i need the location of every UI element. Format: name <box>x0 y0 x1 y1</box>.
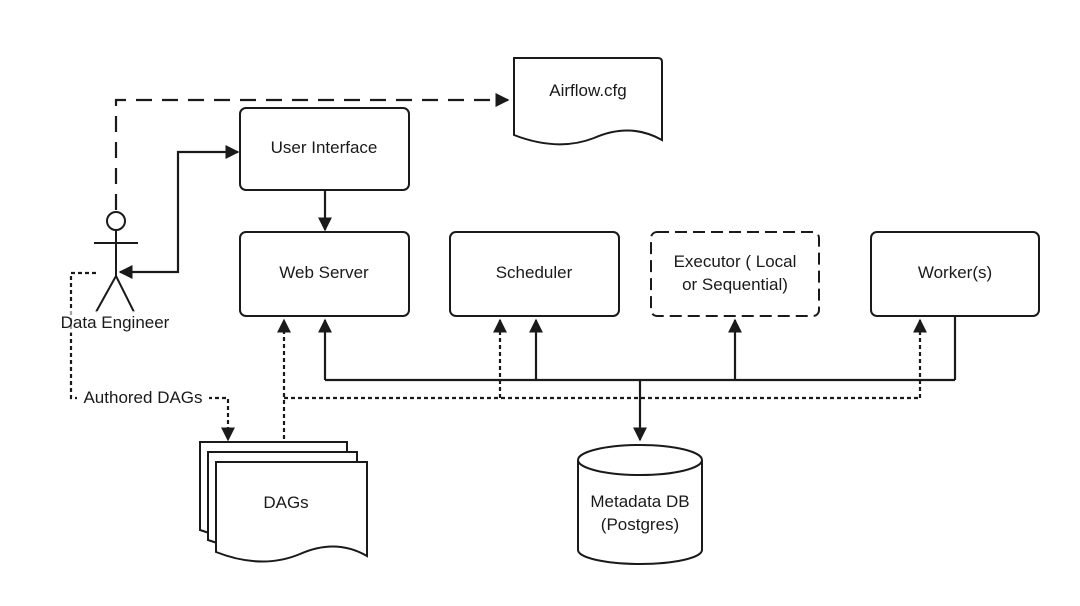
authored-dags-label: Authored DAGs <box>83 388 202 407</box>
edge-authored-dags <box>69 271 235 442</box>
executor-label-line1: Executor ( Local <box>674 252 797 271</box>
workers-label: Worker(s) <box>918 263 992 282</box>
data-engineer-actor: Data Engineer <box>54 211 178 333</box>
airflow-config-node: Airflow.cfg <box>513 57 663 146</box>
metadata-db-node: Metadata DB (Postgres) <box>577 444 703 565</box>
executor-node: Executor ( Local or Sequential) <box>650 231 820 317</box>
executor-label-line2: or Sequential) <box>682 275 788 294</box>
web-server-node: Web Server <box>239 231 410 317</box>
user-interface-node: User Interface <box>239 107 410 191</box>
user-icon <box>94 211 138 313</box>
scheduler-label: Scheduler <box>496 263 573 282</box>
dags-node: DAGs <box>199 441 368 563</box>
edge-engineer-user-interface <box>118 145 240 279</box>
workers-node: Worker(s) <box>870 231 1040 317</box>
data-engineer-label: Data Engineer <box>61 313 170 332</box>
dags-label: DAGs <box>263 493 308 512</box>
metadata-label-line1: Metadata DB <box>590 492 689 511</box>
metadata-label-line2: (Postgres) <box>601 515 679 534</box>
authored-dags-edge-label: Authored DAGs <box>77 387 209 409</box>
edge-engineer-to-config <box>114 93 510 210</box>
web-server-label: Web Server <box>279 263 369 282</box>
airflow-config-label: Airflow.cfg <box>549 81 626 100</box>
user-interface-label: User Interface <box>271 138 378 157</box>
scheduler-node: Scheduler <box>449 231 620 317</box>
